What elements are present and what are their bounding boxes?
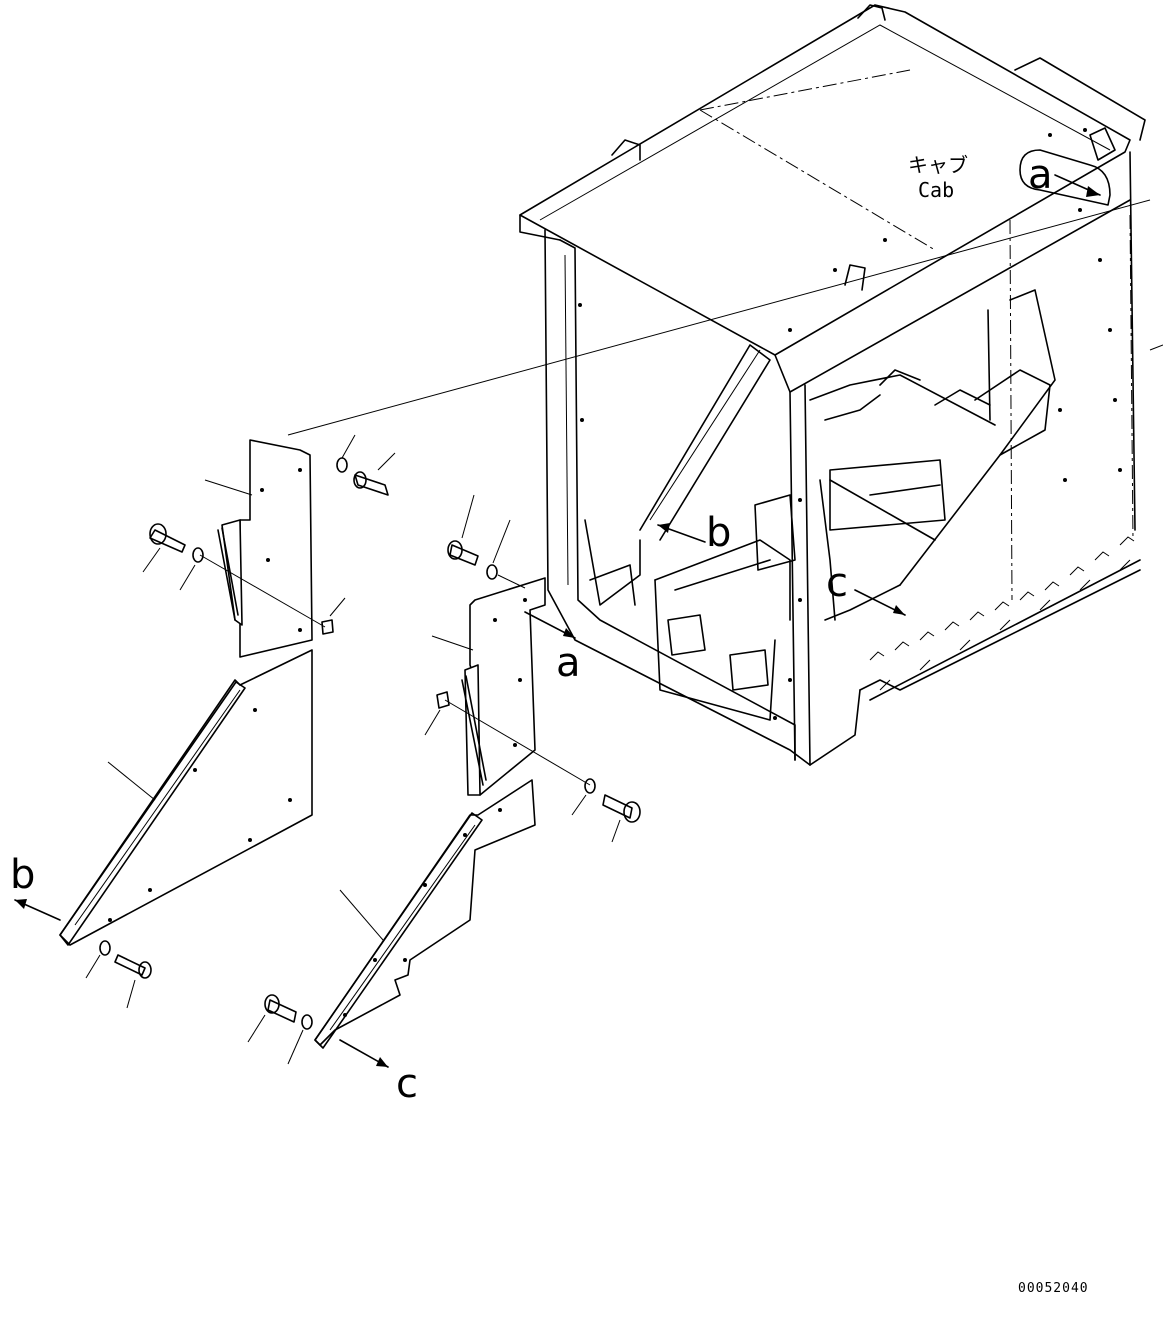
arrow-c-right (339, 1039, 389, 1068)
right-upper-panel (431, 577, 546, 796)
label-c-right: c (396, 1061, 418, 1107)
arrow-b-left (14, 899, 61, 921)
label-b-left: b (10, 852, 35, 898)
left-lower-panel (59, 649, 313, 946)
bolt-right-lower (247, 994, 297, 1043)
bolt-right-upper (447, 494, 479, 566)
right-lower-panel (314, 779, 536, 1049)
label-b-cab: b (706, 510, 731, 556)
cab-label-jp: キャブ (908, 153, 968, 177)
bolt-right-middle (602, 794, 641, 843)
washer-right-middle (571, 778, 596, 816)
washer-left-upper-left (179, 547, 204, 591)
bolt-left-upper-right (353, 452, 396, 496)
left-upper-panel (204, 439, 313, 658)
label-a-cab: a (1028, 152, 1053, 198)
washer-right-upper (486, 519, 511, 580)
nut-left-upper (321, 597, 346, 635)
cab-assembly (519, 4, 1146, 766)
washer-left-upper-right (336, 434, 356, 473)
drawing-code: 00052040 (1018, 1281, 1089, 1296)
label-a-right: a (556, 640, 581, 686)
label-c-cab: c (826, 560, 848, 606)
cab-label-en: Cab (918, 178, 954, 202)
arrow-a-right (524, 611, 576, 639)
washer-left-lower (85, 940, 111, 979)
bolt-left-lower (114, 954, 152, 1009)
callout-a-cab (1019, 149, 1111, 206)
bolt-left-upper-left (142, 523, 186, 573)
washer-right-lower (287, 1014, 313, 1065)
nut-right-upper (424, 691, 450, 736)
arrow-c-cab (854, 589, 906, 616)
cab-holes (578, 128, 1122, 720)
floor-bolt-row (859, 536, 1141, 701)
arrow-b-cab (657, 523, 706, 543)
